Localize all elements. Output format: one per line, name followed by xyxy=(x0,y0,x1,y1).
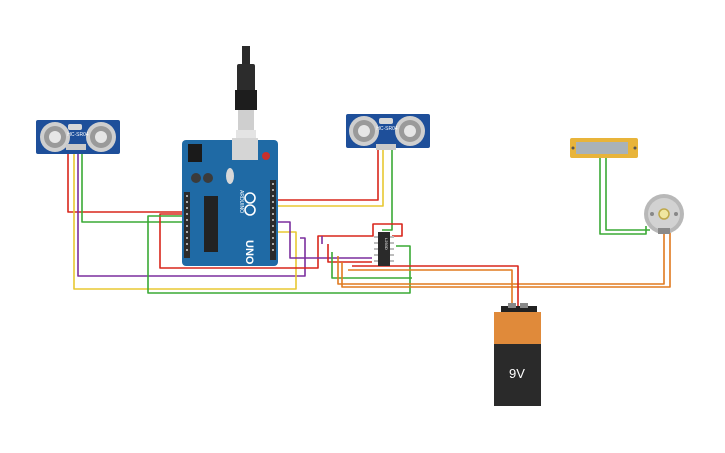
ultrasonic-sensor-left[interactable]: HC-SR04 xyxy=(36,120,120,154)
wire-green-left-sensor[interactable] xyxy=(81,150,186,223)
wire-purple-arduino-driver[interactable] xyxy=(277,221,372,259)
wire-orange-driver-motor-2[interactable] xyxy=(341,232,671,288)
arduino-infinity-icon xyxy=(244,192,256,216)
wire-green-right-sensor[interactable] xyxy=(382,150,393,231)
lcd-display[interactable] xyxy=(570,138,638,158)
wire-red-battery[interactable] xyxy=(352,265,519,309)
reset-button[interactable] xyxy=(262,152,270,160)
driver-chip-label: L293D xyxy=(384,238,389,250)
motor-driver-chip[interactable]: L293D xyxy=(374,232,394,266)
wire-green-arduino-driver[interactable] xyxy=(147,215,411,294)
wire-green-driver-loop[interactable] xyxy=(331,252,412,279)
wire-yellow-right-sensor[interactable] xyxy=(277,150,384,207)
power-jack xyxy=(188,144,202,162)
wire-orange-battery[interactable] xyxy=(348,269,513,309)
battery-label: 9V xyxy=(509,366,525,381)
wire-green-lcd-motor[interactable] xyxy=(599,158,647,235)
sensor-left-label: HC-SR04 xyxy=(67,132,89,138)
usb-cable[interactable] xyxy=(235,46,257,140)
sensor-right-label: HC-SR04 xyxy=(376,126,398,132)
wire-red-arduino-driver[interactable] xyxy=(159,213,403,269)
wire-purple-left-sensor[interactable] xyxy=(77,150,306,277)
wire-red-left-sensor[interactable] xyxy=(67,150,186,213)
dc-motor[interactable] xyxy=(644,194,684,234)
wire-green-lcd-motor-2[interactable] xyxy=(605,158,650,231)
ultrasonic-sensor-right[interactable]: HC-SR04 xyxy=(346,114,430,150)
wires xyxy=(67,150,671,309)
arduino-uno-board[interactable]: UNO ARDUINO xyxy=(182,138,278,266)
wire-orange-driver-motor[interactable] xyxy=(337,232,665,285)
atmega-chip xyxy=(204,196,218,252)
wire-red-right-sensor[interactable] xyxy=(277,150,379,201)
wire-red-driver-loop[interactable] xyxy=(327,244,372,263)
arduino-brand-label: ARDUINO xyxy=(238,190,244,213)
usb-port xyxy=(232,138,258,160)
arduino-model-label: UNO xyxy=(243,240,255,265)
battery-9v[interactable]: 9V xyxy=(494,303,541,406)
